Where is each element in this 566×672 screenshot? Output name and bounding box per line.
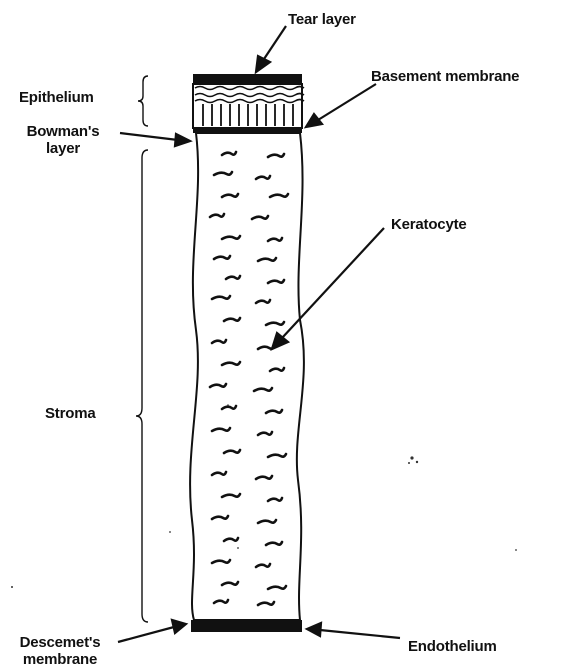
tear-layer-band	[193, 74, 302, 84]
keratocyte-label: Keratocyte	[391, 216, 467, 233]
stroma-outline	[190, 133, 304, 620]
bowmans-layer-label-line2: layer	[12, 140, 114, 157]
epithelium-label: Epithelium	[19, 89, 94, 106]
tear-layer-arrow	[262, 26, 286, 62]
basement-membrane-arrow	[318, 84, 376, 120]
bowmans-layer-arrow	[120, 133, 178, 140]
descemets-membrane-label: Descemet's membrane	[4, 634, 116, 668]
bowmans-layer-label: Bowman's layer	[12, 123, 114, 157]
basement-membrane-label: Basement membrane	[371, 68, 519, 85]
descemets-membrane-label-line2: membrane	[4, 651, 116, 668]
endothelium-band	[191, 620, 302, 632]
stroma-brace	[136, 150, 148, 622]
tear-layer-label: Tear layer	[288, 11, 356, 28]
descemets-membrane-label-line1: Descemet's	[4, 634, 116, 651]
epithelium-brace	[138, 76, 148, 126]
bowmans-layer-label-line1: Bowman's	[12, 123, 114, 140]
stroma-label: Stroma	[45, 405, 95, 422]
endothelium-label: Endothelium	[408, 638, 497, 655]
descemets-membrane-arrow	[118, 627, 174, 642]
endothelium-arrow	[320, 630, 400, 638]
epithelium-layer	[193, 84, 304, 128]
